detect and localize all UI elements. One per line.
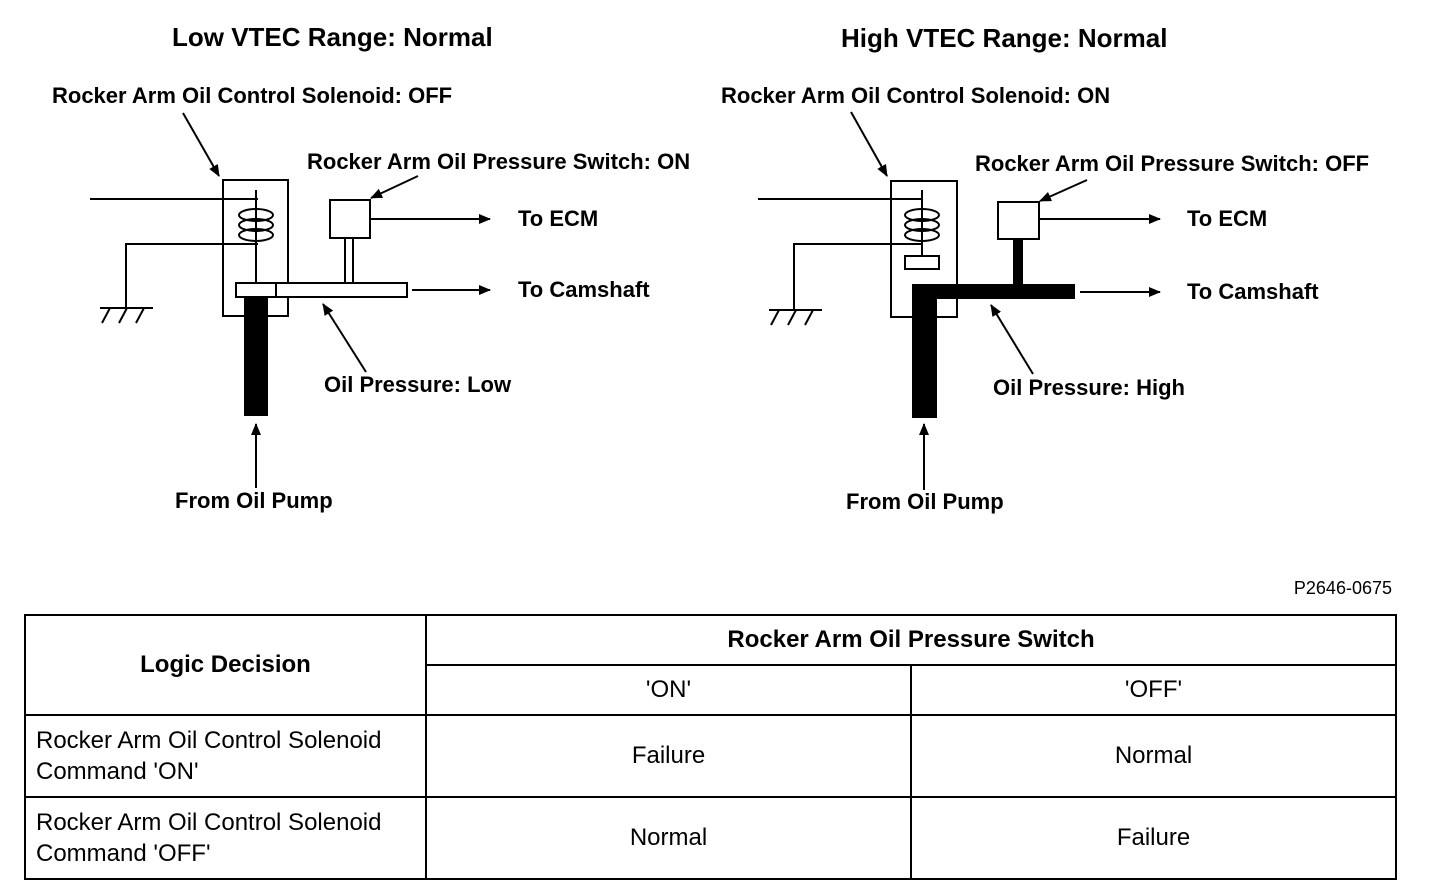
low-vtec-title: Low VTEC Range: Normal: [172, 22, 493, 52]
high-vtec-title: High VTEC Range: Normal: [841, 23, 1167, 53]
low-switch-leader-arrow: [370, 175, 419, 199]
table-cell: Normal: [425, 796, 912, 880]
high-to-camshaft-label: To Camshaft: [1187, 279, 1319, 304]
logic-decision-header: Logic Decision: [24, 614, 427, 716]
high-solenoid-label: Rocker Arm Oil Control Solenoid: ON: [721, 83, 1110, 108]
logic-decision-table: Logic Decision Rocker Arm Oil Pressure S…: [24, 614, 1398, 880]
row-label: Rocker Arm Oil Control Solenoid Command …: [24, 796, 427, 880]
figure-reference: P2646-0675: [1294, 578, 1392, 598]
column-header-off: 'OFF': [909, 664, 1398, 716]
table-cell: Failure: [909, 796, 1398, 880]
high-to-ecm-label: To ECM: [1187, 206, 1267, 231]
low-oil-pressure-label: Oil Pressure: Low: [324, 372, 512, 397]
high-vtec-panel: High VTEC Range: Normal Rocker Arm Oil C…: [721, 23, 1369, 514]
table-row: Rocker Arm Oil Control Solenoid Command …: [24, 714, 1398, 798]
high-switch-tube: [1013, 238, 1023, 286]
high-oil-pressure-leader-arrow: [990, 304, 1034, 375]
high-solenoid-coil-icon: [904, 208, 940, 242]
low-solenoid-label: Rocker Arm Oil Control Solenoid: OFF: [52, 83, 452, 108]
low-to-camshaft-label: To Camshaft: [518, 277, 650, 302]
high-ground-wire: [793, 243, 922, 310]
low-to-ecm-label: To ECM: [518, 206, 598, 231]
low-ground-symbol: [100, 307, 153, 324]
high-switch-label: Rocker Arm Oil Pressure Switch: OFF: [975, 151, 1369, 176]
pressure-switch-header: Rocker Arm Oil Pressure Switch: [424, 614, 1398, 666]
low-from-pump-label: From Oil Pump: [175, 488, 333, 513]
high-from-pump-label: From Oil Pump: [846, 489, 1004, 514]
table-row: Rocker Arm Oil Control Solenoid Command …: [24, 796, 1398, 880]
high-solenoid-valve: [904, 255, 940, 270]
high-solenoid-leader-arrow: [850, 111, 888, 177]
high-pressure-switch: [997, 201, 1040, 240]
low-pressure-switch: [329, 199, 371, 239]
low-solenoid-leader-arrow: [182, 112, 220, 177]
table-cell: Normal: [909, 714, 1398, 798]
row-label-line: Command 'OFF': [36, 840, 211, 867]
high-oil-pressure-label: Oil Pressure: High: [993, 375, 1185, 400]
high-oil-supply-passage: [912, 284, 937, 418]
low-oil-supply-passage: [244, 297, 268, 416]
high-camshaft-passage: [912, 284, 1075, 299]
high-switch-leader-arrow: [1039, 179, 1088, 202]
column-header-on: 'ON': [425, 664, 912, 716]
row-label-line: Rocker Arm Oil Control Solenoid: [36, 809, 382, 836]
row-label: Rocker Arm Oil Control Solenoid Command …: [24, 714, 427, 798]
low-vtec-panel: Low VTEC Range: Normal Rocker Arm Oil Co…: [52, 22, 690, 513]
low-oil-pressure-leader-arrow: [322, 303, 367, 373]
low-ground-wire: [125, 243, 258, 308]
high-ground-symbol: [769, 309, 822, 326]
vtec-diagram: Low VTEC Range: Normal Rocker Arm Oil Co…: [52, 22, 1392, 598]
low-camshaft-passage: [275, 282, 408, 298]
table-cell: Failure: [425, 714, 912, 798]
low-solenoid-valve: [235, 282, 277, 298]
low-switch-label: Rocker Arm Oil Pressure Switch: ON: [307, 149, 690, 174]
low-solenoid-coil-icon: [238, 208, 274, 242]
row-label-line: Command 'ON': [36, 758, 199, 785]
row-label-line: Rocker Arm Oil Control Solenoid: [36, 727, 382, 754]
